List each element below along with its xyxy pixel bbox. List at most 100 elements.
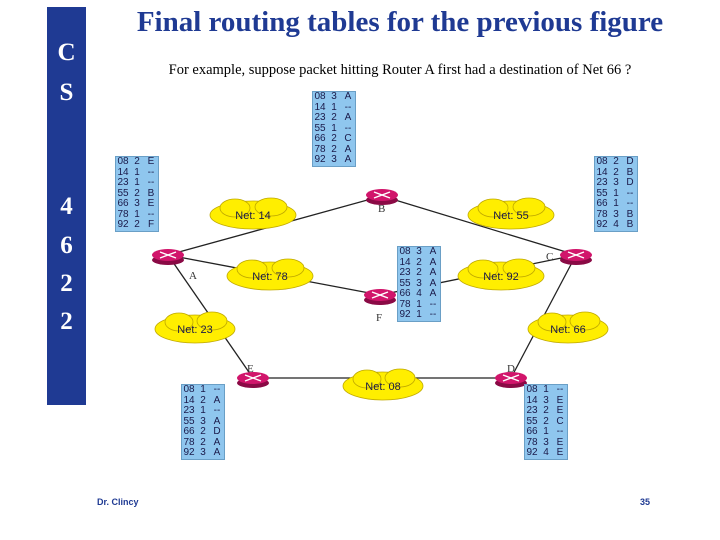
routers (152, 189, 592, 388)
table-cell-hops: 2 (200, 436, 206, 448)
sidebar-letter: 4 (60, 193, 73, 220)
table-cell-hops: 2 (331, 133, 337, 144)
router-d-icon (495, 372, 527, 388)
table-cell-dest: 23 (183, 405, 195, 416)
table-cell-dest: 23 (596, 177, 608, 188)
network-labels: Net: 14 Net: 55 Net: 78 Net: 92 Net: 23 … (177, 210, 585, 393)
table-cell-hops: 2 (331, 112, 337, 123)
table-cell-dest: 92 (596, 219, 608, 230)
table-cell-next: A (213, 394, 221, 406)
table-row: 55 1 -- (595, 187, 637, 200)
table-cell-next: B (626, 166, 634, 178)
router-label-e: E (247, 363, 254, 375)
table-cell-hops: 1 (331, 122, 337, 134)
table-cell-hops: 2 (134, 219, 140, 230)
table-cell-dest: 55 (526, 415, 538, 427)
table-cell-next: B (626, 208, 634, 220)
table-cell-dest: 14 (596, 166, 608, 178)
table-cell-next: E (147, 198, 155, 209)
router-label-d: D (507, 363, 515, 375)
table-cell-next: -- (429, 309, 437, 320)
cloud-net-23 (154, 311, 236, 344)
table-cell-next: A (429, 256, 437, 268)
table-cell-dest: 08 (117, 156, 129, 167)
table-cell-hops: 3 (613, 208, 619, 220)
sidebar-letter: 2 (60, 308, 73, 335)
table-cell-dest: 92 (314, 154, 326, 165)
table-cell-hops: 2 (134, 187, 140, 199)
table-cell-hops: 1 (543, 426, 549, 437)
table-cell-hops: 1 (416, 309, 422, 320)
table-cell-dest: 55 (596, 187, 608, 199)
table-cell-hops: 2 (543, 415, 549, 427)
table-cell-hops: 1 (543, 384, 549, 395)
table-cell-dest: 08 (526, 384, 538, 395)
table-cell-next: F (147, 219, 155, 230)
table-cell-hops: 2 (543, 405, 549, 416)
label-net-92: Net: 92 (483, 271, 518, 283)
table-cell-dest: 23 (117, 177, 129, 188)
router-label-f: F (376, 312, 382, 324)
table-cell-next: C (556, 415, 564, 427)
footer-author: Dr. Clincy (97, 497, 139, 507)
table-cell-next: A (213, 447, 221, 458)
table-cell-dest: 78 (183, 436, 195, 448)
table-cell-next: A (344, 112, 352, 123)
table-cell-hops: 4 (543, 447, 549, 458)
table-cell-hops: 3 (416, 277, 422, 289)
table-cell-next: -- (556, 426, 564, 437)
table-cell-hops: 3 (200, 447, 206, 458)
table-cell-hops: 2 (416, 256, 422, 268)
router-c-icon (560, 249, 592, 265)
table-cell-next: A (344, 91, 352, 102)
table-cell-dest: 78 (526, 436, 538, 448)
table-cell-next: -- (626, 198, 634, 209)
sidebar-letter: S (59, 79, 74, 106)
table-cell-hops: 1 (200, 405, 206, 416)
table-cell-dest: 66 (117, 198, 129, 209)
router-label-a: A (189, 270, 197, 282)
table-cell-hops: 2 (331, 143, 337, 155)
router-f-icon (364, 289, 396, 305)
table-cell-hops: 1 (134, 177, 140, 188)
slide-title: Final routing tables for the previous fi… (136, 6, 664, 38)
label-net-66: Net: 66 (550, 324, 585, 336)
table-cell-next: E (556, 447, 564, 458)
table-cell-dest: 23 (526, 405, 538, 416)
table-cell-next: E (556, 394, 564, 406)
table-cell-dest: 08 (314, 91, 326, 102)
footer-page-number: 35 (640, 497, 651, 507)
table-cell-next: A (213, 415, 221, 427)
table-cell-next: -- (429, 298, 437, 310)
cloud-net-55 (467, 197, 555, 230)
network-diagram: Net: 14 Net: 55 Net: 78 Net: 92 Net: 23 … (152, 189, 609, 401)
table-cell-next: -- (626, 187, 634, 199)
table-cell-next: D (626, 156, 634, 167)
table-cell-next: D (213, 426, 221, 437)
table-cell-hops: 1 (613, 187, 619, 199)
table-cell-hops: 1 (613, 198, 619, 209)
table-cell-dest: 23 (314, 112, 326, 123)
table-cell-dest: 66 (399, 288, 411, 299)
table-cell-hops: 1 (134, 166, 140, 178)
